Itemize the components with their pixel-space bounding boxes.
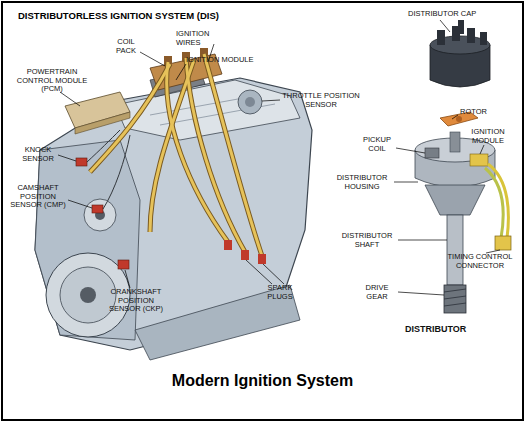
spark-plug [224, 240, 232, 250]
camshaft-sensor [92, 205, 103, 213]
part-label: DISTRIBUTOR SHAFT [336, 232, 398, 249]
ignition-wire [167, 62, 228, 242]
gear-tooth [444, 296, 466, 299]
reluctor [450, 132, 460, 152]
pickup-coil [425, 148, 439, 158]
leader-line [68, 200, 92, 208]
ignition-wire [90, 64, 170, 172]
leader-line [398, 292, 444, 295]
crankshaft-sensor [118, 260, 129, 269]
spark-plug [241, 250, 249, 260]
part-label: COIL PACK [110, 38, 142, 55]
sensor-wire [87, 130, 120, 162]
part-label: IGNITION MODULE [186, 56, 271, 65]
part-label: IGNITION MODULE [462, 128, 514, 145]
leader-line [452, 115, 458, 119]
leader-line [394, 182, 418, 183]
gear-tooth [444, 303, 466, 306]
diagram-caption: Modern Ignition System [100, 372, 425, 390]
part-label: DISTRIBUTOR CAP [408, 10, 498, 19]
housing-neck [425, 185, 485, 215]
crank-bolt [80, 287, 96, 303]
ignition-wire-outline [167, 62, 228, 242]
part-label: KNOCK SENSOR [16, 146, 60, 163]
cap-tower [480, 32, 487, 45]
cap-tower [467, 28, 475, 43]
sensor-wire [103, 135, 130, 209]
distributor-shaft [447, 215, 463, 285]
part-label: TIMING CONTROL CONNECTOR [440, 253, 520, 270]
ignition-wire [150, 60, 194, 232]
rotor-hub [456, 116, 462, 122]
ignition-wire [204, 54, 262, 256]
distributor-module [470, 154, 488, 166]
ignition-wire [186, 58, 245, 252]
leader-line [480, 145, 484, 154]
part-label: CRANKSHAFT POSITION SENSOR (CKP) [104, 288, 168, 314]
spark-plug [258, 254, 266, 264]
diagram-title: DISTRIBUTORLESS IGNITION SYSTEM (DIS) [18, 10, 219, 21]
leader-line [140, 52, 165, 66]
ignition-wire-outline [204, 54, 262, 256]
pcm-side [75, 112, 130, 134]
part-label: ROTOR [460, 108, 500, 117]
leader-lines [58, 20, 500, 295]
subtitle-label: DISTRIBUTOR [405, 324, 495, 334]
cap-tower [458, 20, 464, 34]
gear-tooth [444, 289, 466, 292]
knock-sensor [76, 158, 87, 166]
part-label: DISTRIBUTOR HOUSING [330, 174, 394, 191]
connector-wire [488, 164, 508, 238]
leader-line [440, 20, 450, 32]
part-label: CAMSHAFT POSITION SENSOR (CMP) [6, 184, 70, 210]
crank-pulley-hub [60, 267, 116, 323]
part-label: PICKUP COIL [356, 136, 398, 153]
leader-line [125, 270, 130, 288]
leader-line [262, 100, 280, 101]
cap-tower [437, 30, 445, 45]
leader-line [396, 148, 425, 153]
leader-line [398, 240, 447, 241]
timing-connector [495, 236, 511, 250]
part-label: SPARK PLUGS [258, 284, 302, 301]
leader-line [58, 155, 76, 161]
leader-line [263, 264, 284, 284]
part-label: THROTTLE POSITION SENSOR [280, 92, 362, 109]
cam-sprocket [84, 199, 116, 231]
throttle-bore [245, 97, 255, 107]
leader-line [176, 64, 186, 80]
leader-line [246, 260, 272, 284]
part-label: DRIVE GEAR [356, 284, 398, 301]
leader-line [60, 92, 80, 106]
drive-gear [444, 285, 466, 313]
throttle-body [238, 90, 262, 114]
part-label: IGNITION WIRES [176, 30, 216, 47]
ignition-wire-outline [90, 64, 170, 172]
part-label: POWERTRAIN CONTROL MODULE (PCM) [12, 68, 92, 94]
